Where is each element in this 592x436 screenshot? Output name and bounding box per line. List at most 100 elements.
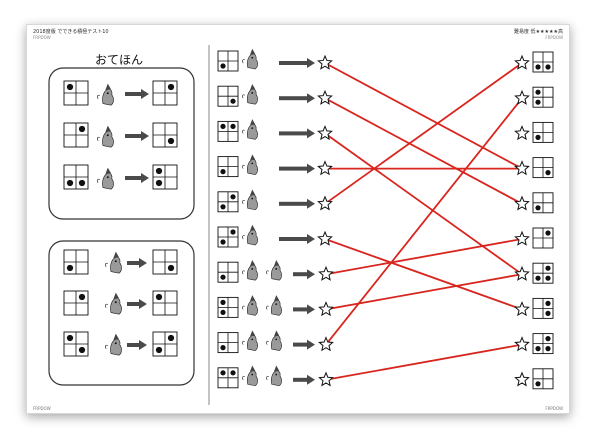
grid-2x2	[152, 331, 178, 357]
creature-wand	[266, 270, 269, 275]
black-dot	[78, 179, 86, 187]
black-dot	[66, 179, 74, 187]
grid-2x2	[63, 249, 89, 275]
arrow-shaft	[293, 342, 308, 347]
black-dot	[155, 167, 163, 175]
arrow-shaft	[127, 302, 140, 306]
creature-eye	[251, 338, 254, 341]
connection-line	[325, 238, 523, 276]
black-dot	[66, 264, 74, 272]
arrow-head	[307, 128, 315, 139]
black-dot	[220, 204, 226, 210]
grid-2x2	[217, 367, 239, 389]
connection-line	[324, 238, 523, 311]
arrow-shaft	[127, 261, 140, 265]
black-dot	[220, 239, 226, 245]
creature-body	[270, 264, 282, 281]
magician-creature-icon	[242, 119, 258, 140]
star-icon	[317, 230, 333, 246]
grid-2x2	[63, 164, 89, 190]
star-icon	[514, 54, 530, 70]
grid-2x2	[532, 368, 554, 390]
grid-2x2	[532, 157, 554, 179]
star-icon	[318, 336, 334, 352]
star-icon	[318, 371, 334, 387]
brand-right: FRPDOW	[545, 35, 563, 40]
arrow-icon	[127, 340, 147, 350]
connection-line	[325, 97, 523, 346]
arrow-head	[139, 258, 147, 268]
black-dot	[155, 346, 163, 354]
magician-creature-icon	[242, 224, 258, 246]
creature-eye	[251, 127, 254, 130]
arrow-icon	[293, 374, 315, 385]
black-dot	[167, 334, 175, 342]
arrow-icon	[125, 173, 149, 183]
creature-eye	[114, 301, 117, 304]
black-dot	[535, 134, 541, 140]
creature-wand	[242, 235, 245, 240]
creature-hat	[250, 259, 256, 266]
difficulty-low: 低	[530, 29, 536, 35]
creature-eye	[251, 232, 254, 235]
creature-wand	[105, 344, 108, 350]
arrow-icon	[293, 339, 315, 350]
arrow-shaft	[293, 377, 308, 382]
star-icon	[514, 195, 530, 211]
arrow-head	[307, 269, 315, 280]
connection-line	[324, 132, 523, 275]
creature-eye	[106, 176, 109, 179]
magician-creature-icon	[266, 259, 282, 281]
worksheet-title: 2018度版 でできる積極テスト10	[33, 29, 109, 35]
arrow-icon	[279, 93, 315, 104]
star-icon	[514, 371, 530, 387]
difficulty-stars: ★★★★★	[535, 29, 558, 35]
creature-wand	[97, 136, 100, 142]
grid-2x2	[63, 80, 89, 106]
magician-creature-icon	[242, 330, 258, 351]
grid-2x2	[63, 331, 89, 357]
grid-2x2	[152, 164, 178, 190]
arrow-icon	[293, 269, 315, 280]
grid-2x2	[217, 191, 239, 213]
creature-wand	[242, 270, 245, 275]
magician-creature-icon	[242, 365, 258, 387]
black-dot	[66, 83, 74, 91]
black-dot	[78, 125, 86, 133]
black-dot	[66, 334, 74, 342]
arrow-shaft	[279, 166, 308, 171]
black-dot	[535, 205, 541, 211]
star-icon	[317, 125, 333, 141]
black-dot	[220, 274, 226, 280]
star-icon	[318, 301, 334, 317]
black-dot	[220, 63, 226, 69]
creature-hat	[274, 259, 280, 266]
creature-eye	[275, 373, 278, 376]
grid-2x2	[217, 296, 239, 318]
arrow-shaft	[293, 307, 308, 312]
grid-2x2	[217, 261, 239, 283]
arrow-shaft	[125, 134, 142, 138]
worksheet-page: 2018度版 でできる積極テスト10 FRPDOW 難易度 低★★★★★高 FR…	[26, 24, 570, 414]
black-dot	[220, 299, 226, 305]
magician-creature-icon	[97, 125, 114, 148]
arrow-shaft	[279, 201, 308, 206]
arrow-icon	[279, 198, 315, 209]
star-icon	[514, 125, 530, 141]
grid-2x2	[532, 86, 554, 108]
creature-hat	[274, 365, 280, 372]
creature-body	[110, 338, 122, 356]
creature-hat	[250, 119, 256, 126]
creature-body	[270, 370, 282, 387]
difficulty-rating: 難易度 低★★★★★高	[514, 28, 563, 35]
black-dot	[535, 346, 541, 352]
creature-body	[246, 123, 258, 140]
black-dot	[545, 336, 551, 342]
example-title: おてほん	[95, 53, 143, 67]
creature-hat	[274, 295, 280, 302]
black-dot	[535, 64, 541, 70]
creature-hat	[105, 125, 111, 132]
creature-hat	[113, 251, 119, 258]
magician-creature-icon	[242, 154, 258, 175]
arrow-icon	[127, 299, 147, 309]
